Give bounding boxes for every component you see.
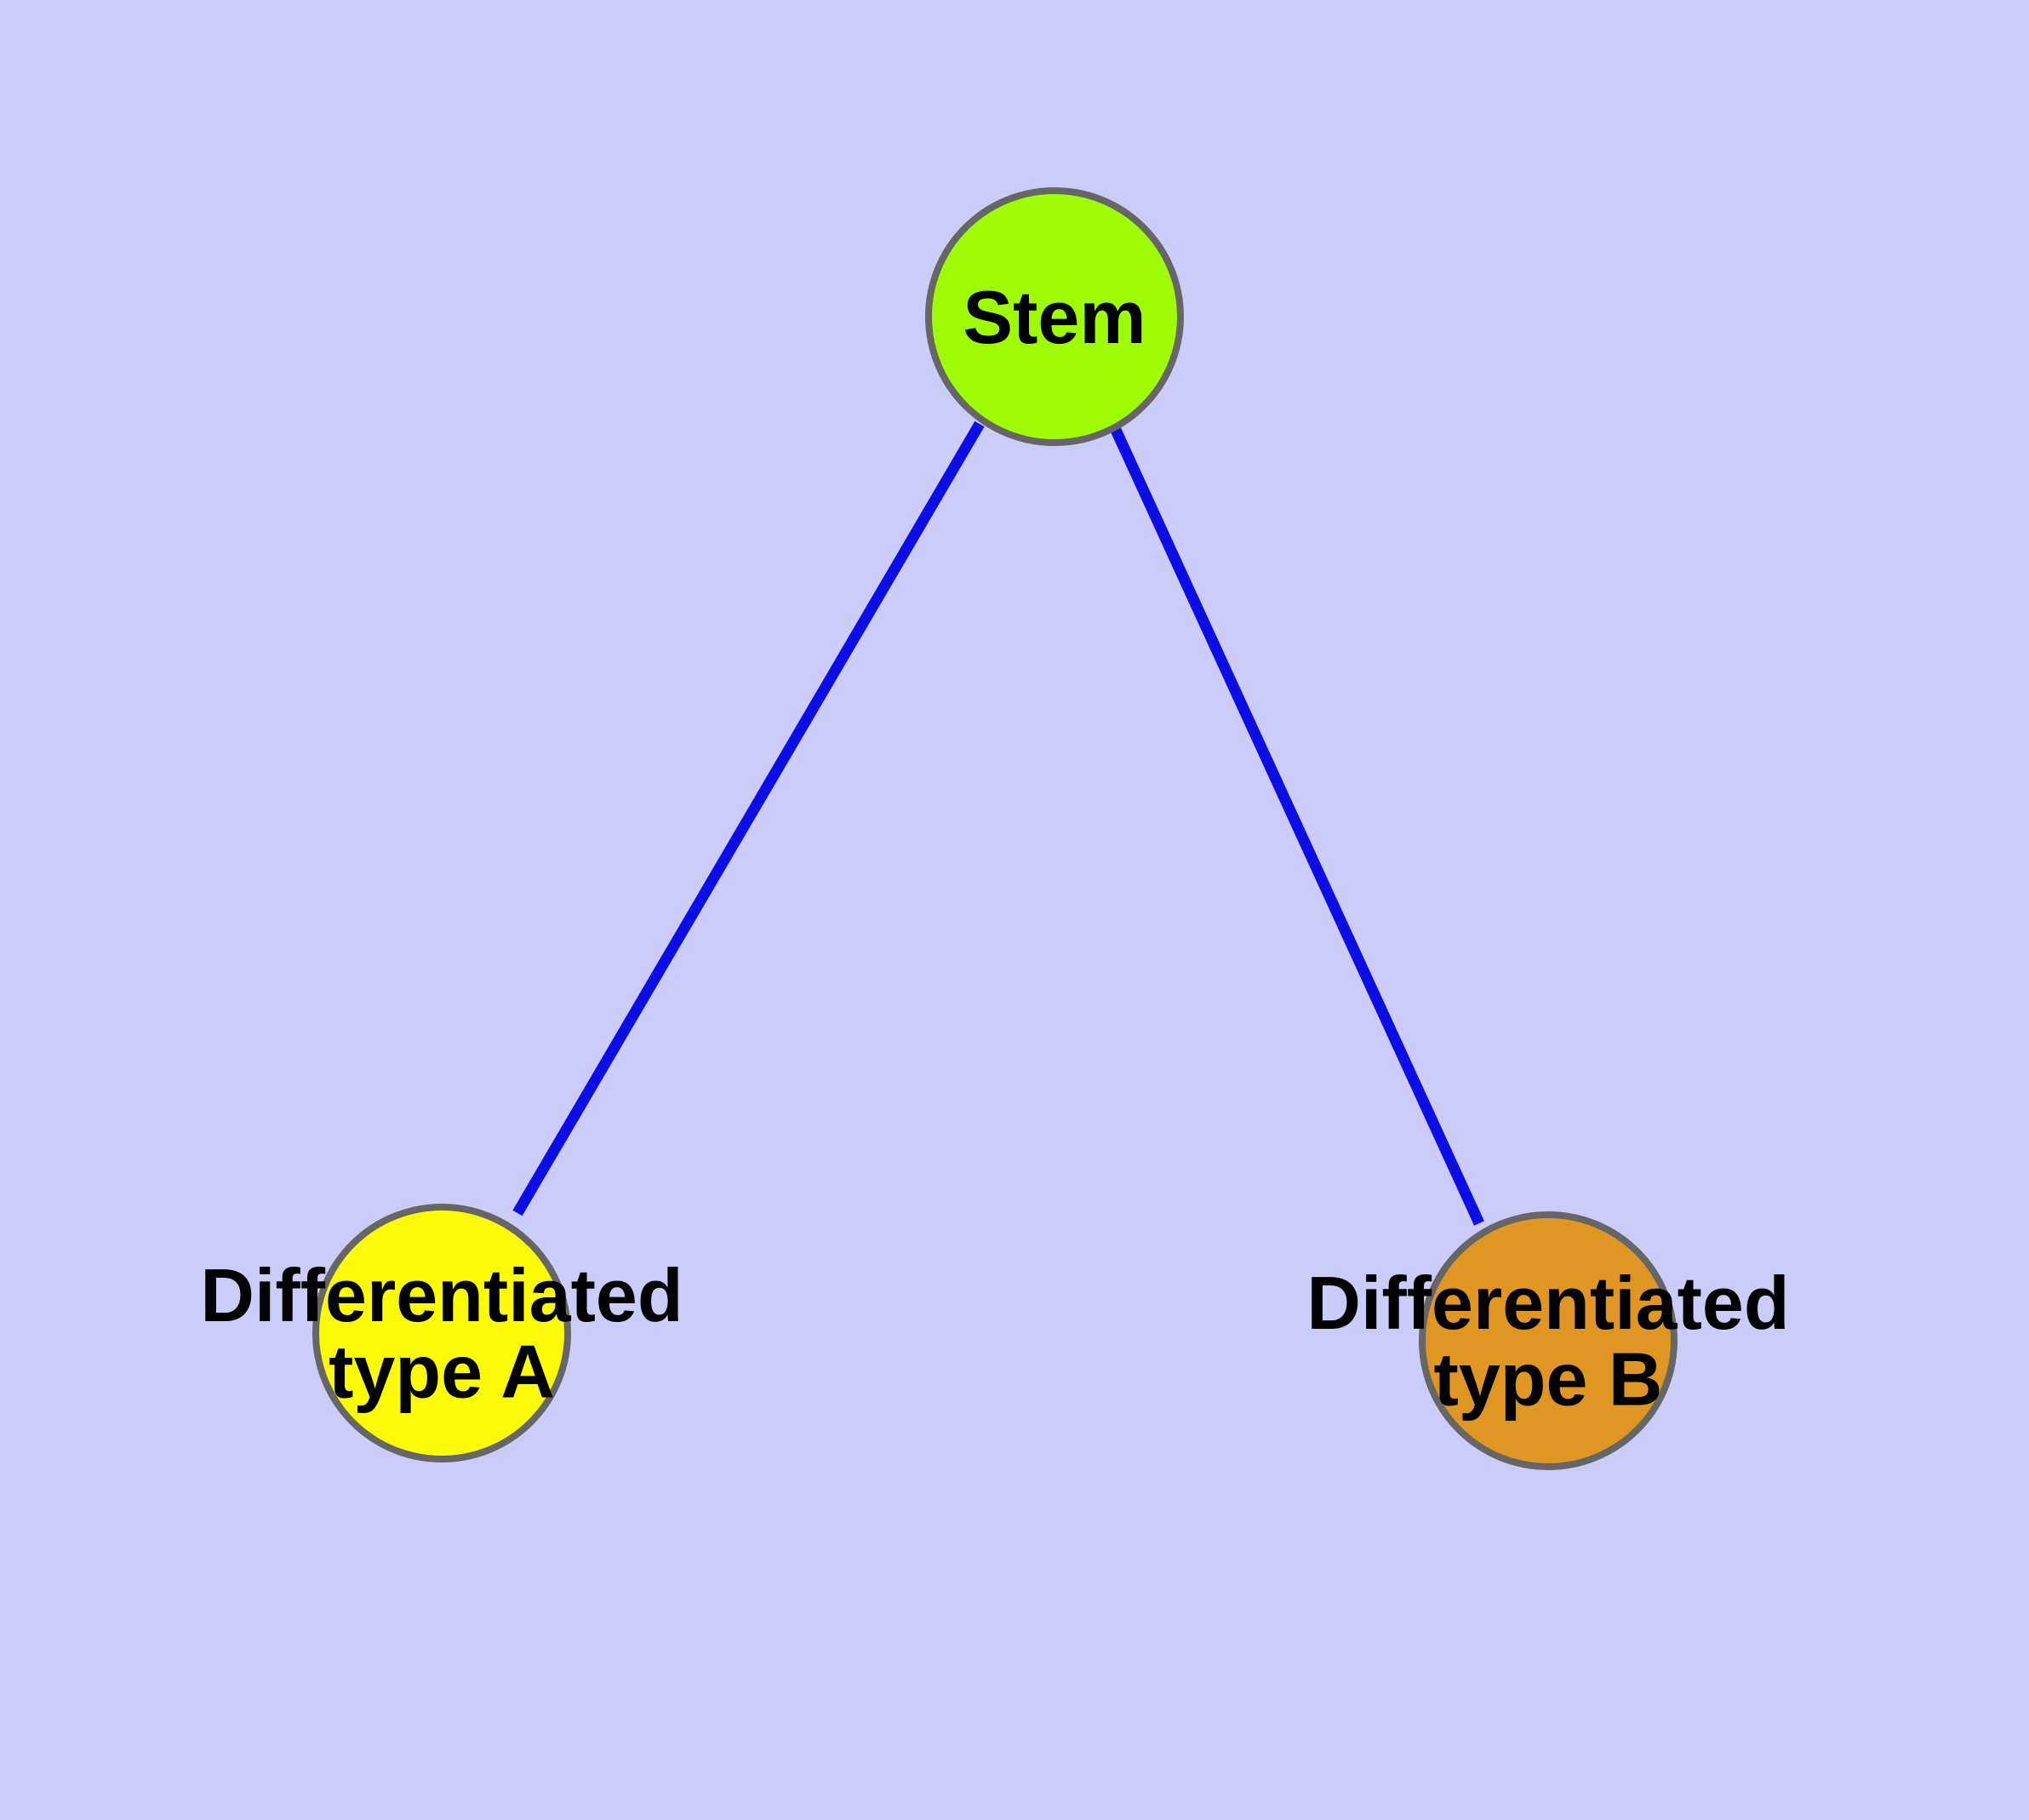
node-diff_a[interactable] [312, 1204, 571, 1462]
node-label-line: Differentiated [200, 1253, 683, 1337]
node-label-line: Stem [963, 275, 1146, 359]
edge-stem-to-diff-b[interactable] [1111, 427, 1484, 1226]
node-label-line: Differentiated [1306, 1261, 1789, 1345]
nodes-group [312, 187, 1677, 1470]
edge-stem-to-diff-a[interactable] [512, 421, 985, 1216]
node-diff_b[interactable] [1419, 1211, 1677, 1470]
node-stem[interactable] [925, 187, 1184, 446]
node-label-stem: Stem [963, 275, 1146, 359]
node-label-line: type B [1434, 1337, 1663, 1422]
edges-group [512, 421, 1484, 1226]
node-label-line: type A [329, 1330, 555, 1414]
